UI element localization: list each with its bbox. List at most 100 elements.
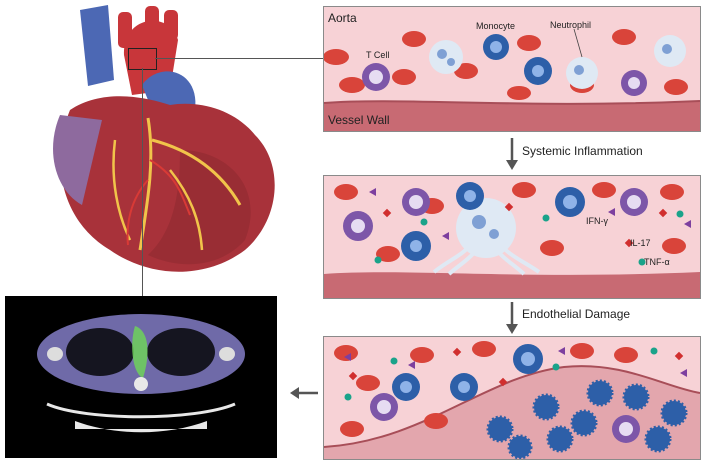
rbc (392, 69, 416, 85)
vessel-wall-layer (324, 272, 700, 298)
ct-connector-line (142, 68, 143, 296)
foam-cell (660, 399, 688, 427)
superior-vena-cava (80, 5, 114, 86)
neutrophil-granule (489, 229, 499, 239)
coronary-artery-4 (112, 139, 132, 241)
coronary-artery-5 (149, 159, 191, 216)
tnf-alpha-marker (552, 363, 560, 371)
monocyte-nucleus (458, 381, 470, 393)
ct-right-lung (147, 328, 215, 376)
ct-table-top (46, 402, 236, 419)
arrow-to-ct (290, 385, 320, 401)
ifn-gamma-marker (369, 188, 376, 196)
t-cell-label: T Cell (366, 50, 390, 60)
foam-cell (486, 415, 514, 443)
vessel-wall-label: Vessel Wall (328, 113, 390, 127)
artery-branch-1 (118, 12, 132, 48)
tnf-alpha-marker (676, 210, 684, 218)
rbc (339, 77, 365, 93)
foam-cell (622, 383, 650, 411)
rbc (410, 347, 434, 363)
step-1-arrow (506, 138, 518, 170)
ct-table-slot (121, 424, 161, 427)
il17-marker (348, 371, 358, 381)
tnf-alpha-label: TNF-α (644, 257, 670, 267)
artery-branch-2 (145, 6, 159, 36)
aorta-panel: Aorta T Cell Monocyte Neutrophil Vessel … (323, 6, 701, 132)
tnf-alpha-marker (374, 256, 382, 264)
aorta-title: Aorta (328, 11, 357, 25)
ct-right-shoulder (219, 347, 235, 361)
coronary-artery-6 (126, 179, 149, 246)
step-1-label: Systemic Inflammation (522, 144, 643, 158)
rbc (612, 29, 636, 45)
tnf-alpha-marker (638, 258, 646, 266)
neutrophil-label: Neutrophil (550, 20, 592, 30)
ct-aorta-uptake (132, 326, 148, 378)
vessel-wall-layer (324, 101, 700, 131)
rbc (540, 240, 564, 256)
rbc (614, 347, 638, 363)
aorta-zoom-box (128, 48, 157, 70)
ifn-gamma-marker (408, 361, 415, 369)
il17-marker (658, 208, 668, 218)
neutrophil-granule (447, 58, 455, 66)
ifn-gamma-marker (558, 347, 565, 355)
monocyte-nucleus (532, 65, 544, 77)
tnf-alpha-marker (390, 357, 398, 365)
activated-neutrophil-projections (432, 233, 541, 276)
foam-cell (586, 379, 614, 407)
il17-marker (674, 351, 684, 361)
rbc (334, 184, 358, 200)
ct-left-lung (66, 328, 134, 376)
endothelium-line (324, 365, 700, 448)
ifn-gamma-marker (344, 353, 351, 361)
ifn-gamma-marker (680, 369, 687, 377)
ct-table-base (75, 421, 207, 433)
il17-marker (382, 208, 392, 218)
rbc (592, 182, 616, 198)
coronary-artery-2 (151, 138, 242, 206)
t-cell-nucleus (628, 77, 640, 89)
il17-marker (498, 377, 508, 387)
neutrophil-granule (472, 215, 486, 229)
foam-cell (546, 425, 574, 453)
foam-cells (486, 379, 688, 459)
ct-spine (134, 377, 148, 391)
t-cell-nucleus (377, 400, 391, 414)
rbc (570, 343, 594, 359)
ifn-gamma-marker (684, 220, 691, 228)
tnf-alpha-marker (344, 393, 352, 401)
neutrophil-granule (662, 44, 672, 54)
monocyte-nucleus (490, 41, 502, 53)
rbc (376, 246, 400, 262)
foam-cell (507, 434, 533, 459)
foam-cell (570, 409, 598, 437)
il17-marker (504, 202, 514, 212)
monocyte-label: Monocyte (476, 21, 516, 31)
tnf-alpha-marker (420, 218, 428, 226)
rbc (356, 375, 380, 391)
monocyte-nucleus (464, 190, 476, 202)
activated-neutrophil (456, 198, 516, 258)
rbc (424, 413, 448, 429)
artery-branch-3 (164, 10, 178, 40)
rbc (402, 31, 426, 47)
foam-cell (532, 393, 560, 421)
rbc (334, 345, 358, 361)
step-2-arrow (506, 302, 518, 334)
t-cell-nucleus (369, 70, 383, 84)
t-cell-nucleus (627, 195, 641, 209)
heart-illustration (30, 0, 300, 295)
rbc (517, 35, 541, 51)
vessel-wall-endothelium (324, 100, 700, 105)
ct-scan-image (5, 296, 277, 458)
monocyte-nucleus (521, 352, 535, 366)
step-2-label: Endothelial Damage (522, 307, 631, 321)
rbc (324, 49, 349, 65)
rbc (664, 79, 688, 95)
rbc (507, 86, 531, 100)
neutrophil-granule (437, 49, 447, 59)
foam-cell (644, 425, 672, 453)
ifn-gamma-marker (442, 232, 449, 240)
